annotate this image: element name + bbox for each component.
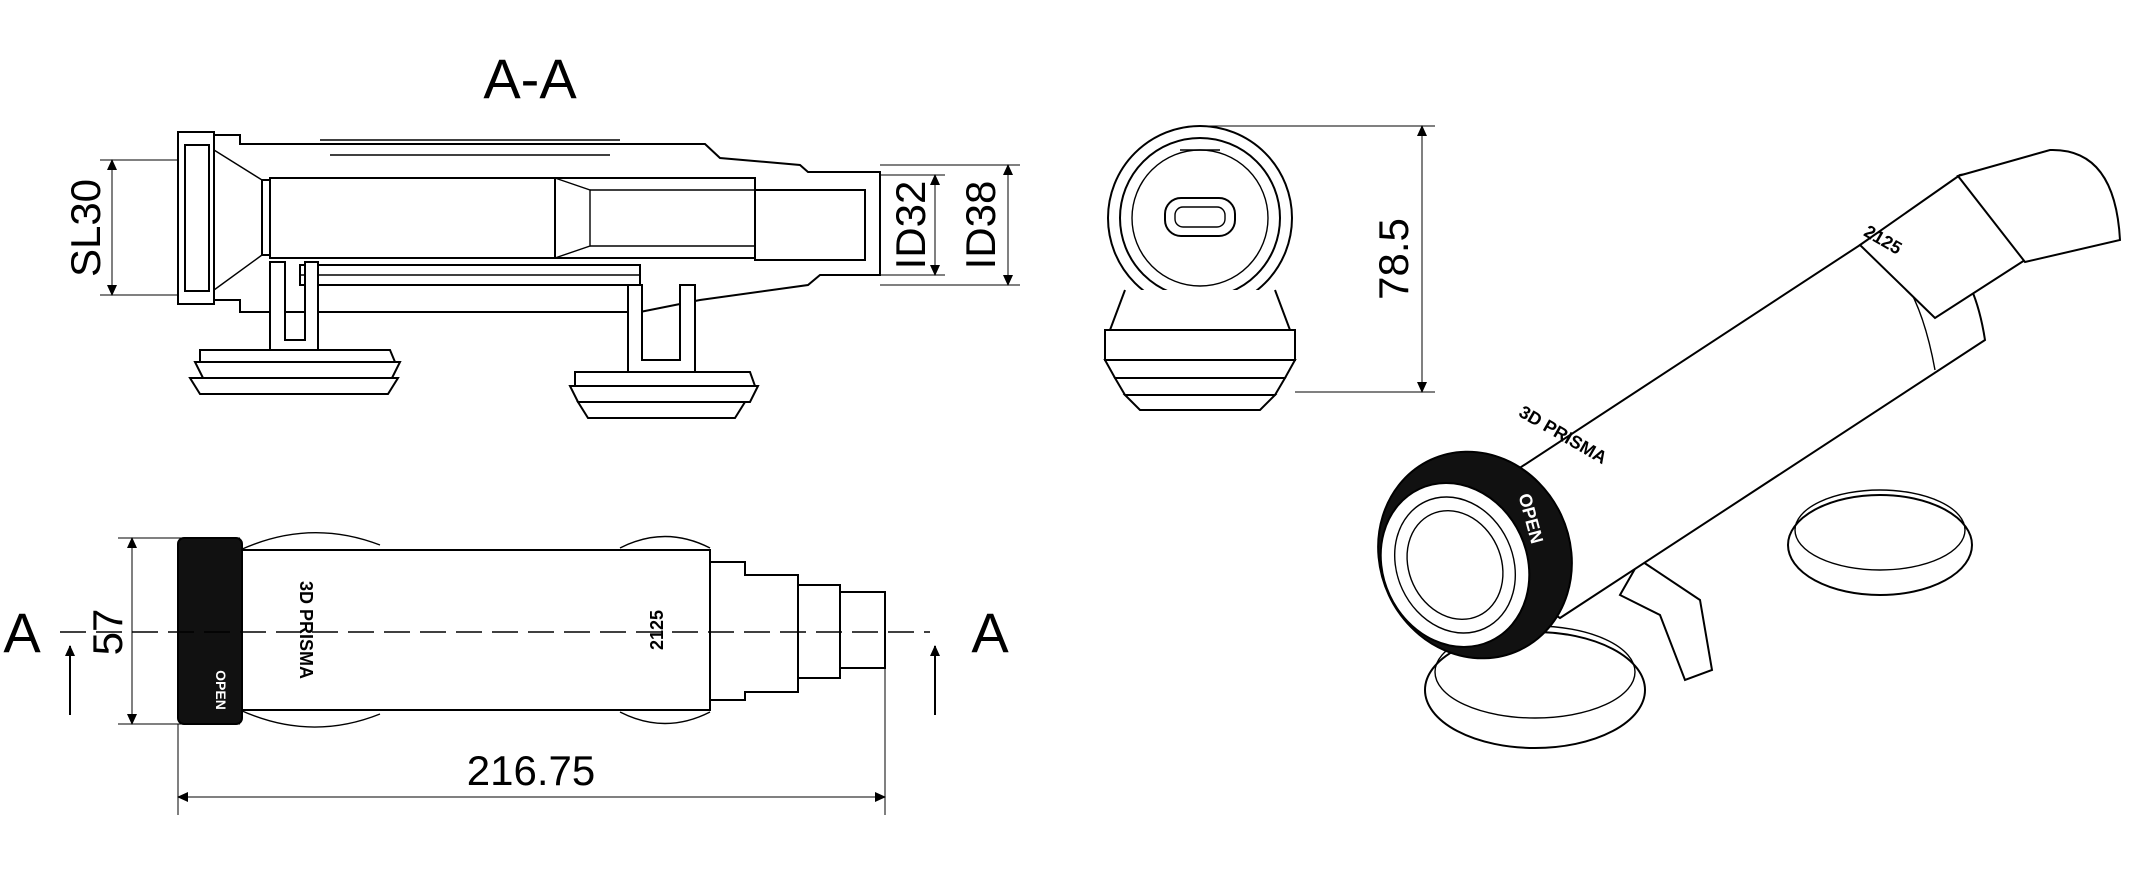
brand-label-top: 3D PRISMA [296, 581, 316, 679]
dim-id38: ID38 [957, 181, 1004, 270]
dim-id32: ID32 [887, 181, 934, 270]
end-view: 78.5 [1103, 125, 1435, 411]
isometric-view: 3D PRISMA 2125 OPEN [1377, 148, 2122, 749]
dim-sl30: SL30 [62, 179, 109, 277]
section-marker-right: A [971, 601, 1009, 664]
section-marker-left: A [3, 601, 41, 664]
dim-length: 216.75 [467, 747, 595, 794]
section-title: A-A [483, 47, 577, 110]
model-label-top: 2125 [647, 610, 667, 650]
dim-height: 78.5 [1370, 218, 1417, 300]
section-view-a-a: A-A [62, 47, 1020, 419]
dim-width: 57 [84, 609, 131, 656]
ring-open-label: OPEN [213, 670, 229, 710]
top-view: OPEN 3D PRISMA 2125 A A 57 216.75 [3, 531, 1009, 815]
